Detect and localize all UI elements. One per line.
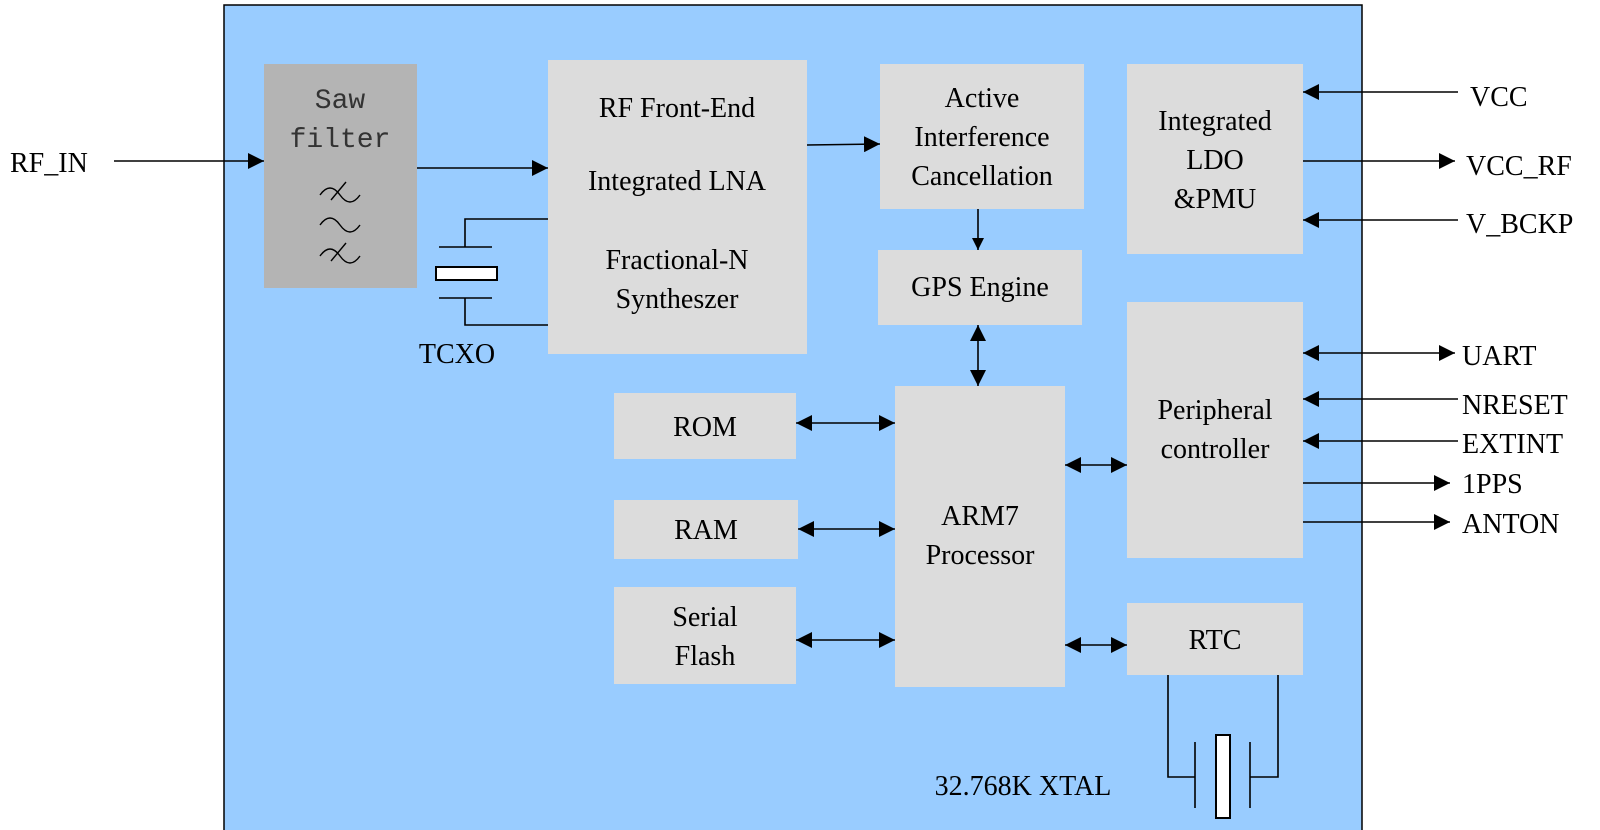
arm7-label-1: ARM7 [941, 501, 1019, 532]
saw-filter-label-2: filter [290, 125, 391, 156]
rf-to-aic-arrow [806, 136, 881, 153]
peripheral-controller-block: Peripheral controller [1127, 302, 1303, 558]
tcxo-label: TCXO [419, 339, 495, 370]
serial-flash-label-1: Serial [672, 602, 738, 633]
tcxo-crystal-icon [435, 218, 548, 326]
gps-engine-label: GPS Engine [911, 272, 1049, 303]
arm7-processor-block: ARM7 Processor [895, 386, 1065, 687]
aic-block: Active Interference Cancellation [880, 64, 1084, 209]
ldo-label-3: &PMU [1174, 184, 1256, 215]
ram-block: RAM [614, 500, 798, 559]
ram-label: RAM [674, 515, 738, 546]
fractional-n-label: Fractional-N [605, 245, 748, 276]
gps-engine-block: GPS Engine [878, 250, 1082, 325]
synthesizer-label: Syntheszer [616, 284, 740, 315]
signal-wires [114, 84, 1458, 653]
1pps-label: 1PPS [1462, 469, 1523, 500]
rtc-label: RTC [1189, 625, 1242, 656]
uart-label: UART [1462, 341, 1537, 372]
saw-filter-label-1: Saw [315, 86, 366, 117]
peripheral-label-2: controller [1161, 434, 1271, 465]
peripheral-label-1: Peripheral [1157, 395, 1272, 426]
arm7-label-2: Processor [926, 540, 1036, 571]
xtal-label: 32.768K XTAL [935, 771, 1112, 802]
aic-label-1: Active [945, 83, 1020, 114]
serial-flash-label-2: Flash [675, 641, 736, 672]
filter-wave-icon [319, 181, 361, 264]
saw-filter-block: Saw filter [264, 64, 417, 288]
nreset-label: NRESET [1462, 390, 1568, 421]
ldo-label-2: LDO [1186, 145, 1244, 176]
vcc-rf-label: VCC_RF [1466, 151, 1572, 182]
ldo-label-1: Integrated [1158, 106, 1272, 137]
vcc-label: VCC [1470, 82, 1528, 113]
rtc-block: RTC [1127, 603, 1303, 675]
aic-label-3: Cancellation [911, 161, 1053, 192]
aic-label-2: Interference [914, 122, 1049, 153]
rom-label: ROM [673, 412, 737, 443]
rtc-crystal-icon [1167, 675, 1279, 819]
integrated-lna-label: Integrated LNA [588, 166, 767, 197]
ldo-pmu-block: Integrated LDO &PMU [1127, 64, 1303, 254]
v-bckp-label: V_BCKP [1466, 209, 1573, 240]
rom-block: ROM [614, 393, 796, 459]
rf-front-end-block: RF Front-End Integrated LNA Fractional-N… [548, 60, 807, 354]
anton-label: ANTON [1462, 509, 1559, 540]
serial-flash-block: Serial Flash [614, 587, 796, 684]
rf-front-end-label: RF Front-End [599, 93, 755, 124]
rf-in-label: RF_IN [10, 148, 88, 179]
extint-label: EXTINT [1462, 429, 1563, 460]
